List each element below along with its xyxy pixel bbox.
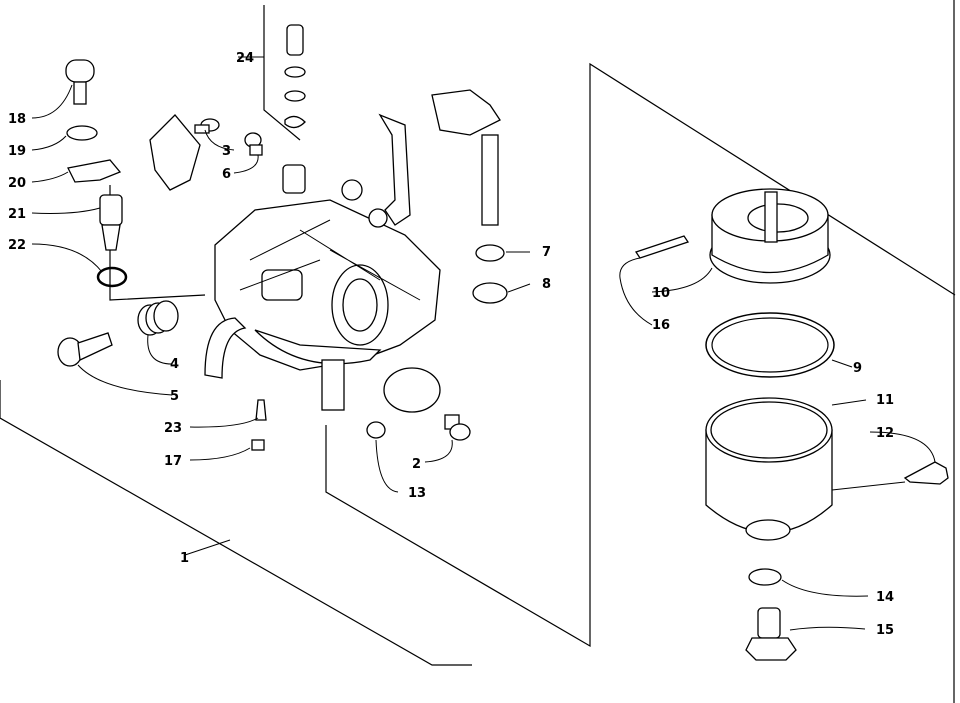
callout-17: 17: [164, 454, 182, 469]
callout-6: 6: [222, 167, 231, 182]
callout-9: 9: [853, 361, 862, 376]
screw-5: [57, 332, 113, 367]
callout-23: 23: [164, 421, 182, 436]
pin-16: [634, 235, 690, 259]
washer-19: [66, 125, 98, 141]
callout-8: 8: [542, 277, 551, 292]
bracket-20: [67, 159, 122, 183]
callout-labels: 1 2 3 4 5 6 7 8 9 10 11 12 13 14 15 16 1…: [8, 51, 894, 638]
callout-12: 12: [876, 426, 894, 441]
callout-3: 3: [222, 144, 231, 159]
callout-7: 7: [542, 245, 551, 260]
float-bowl-11: [705, 397, 833, 541]
callout-16: 16: [652, 318, 670, 333]
part-24-stack: [284, 24, 306, 129]
spring-4: [137, 300, 179, 336]
leader-lines: [31, 56, 936, 631]
bolt-15: [745, 607, 797, 661]
callout-20: 20: [8, 176, 26, 191]
callout-13: 13: [408, 486, 426, 501]
carburetor-body: [204, 113, 441, 411]
callout-24: 24: [236, 51, 254, 66]
callout-19: 19: [8, 144, 26, 159]
callout-15: 15: [876, 623, 894, 638]
screw-2: [444, 414, 471, 441]
needle-jet-21: [99, 194, 123, 251]
screw-12: [903, 461, 949, 485]
callout-18: 18: [8, 112, 26, 127]
callout-21: 21: [8, 207, 26, 222]
screw-6: [244, 132, 263, 156]
gasket-9: [705, 312, 835, 378]
clip-17: [251, 439, 265, 451]
screw-18: [65, 59, 95, 105]
washer-14: [748, 568, 782, 586]
callout-5: 5: [170, 389, 179, 404]
callout-14: 14: [876, 590, 894, 605]
callout-1: 1: [180, 551, 189, 566]
throttle-shaft: [431, 89, 508, 304]
float-10: [709, 188, 831, 284]
screw-3: [194, 118, 220, 134]
o-ring-22: [96, 266, 128, 288]
callout-22: 22: [8, 238, 26, 253]
needle-23: [255, 399, 267, 421]
throttle-plate: [383, 367, 441, 413]
gasket-plate: [149, 114, 201, 191]
callout-2: 2: [412, 457, 421, 472]
callout-11: 11: [876, 393, 894, 408]
plug-13: [366, 421, 386, 439]
callout-10: 10: [652, 286, 670, 301]
callout-4: 4: [170, 357, 179, 372]
